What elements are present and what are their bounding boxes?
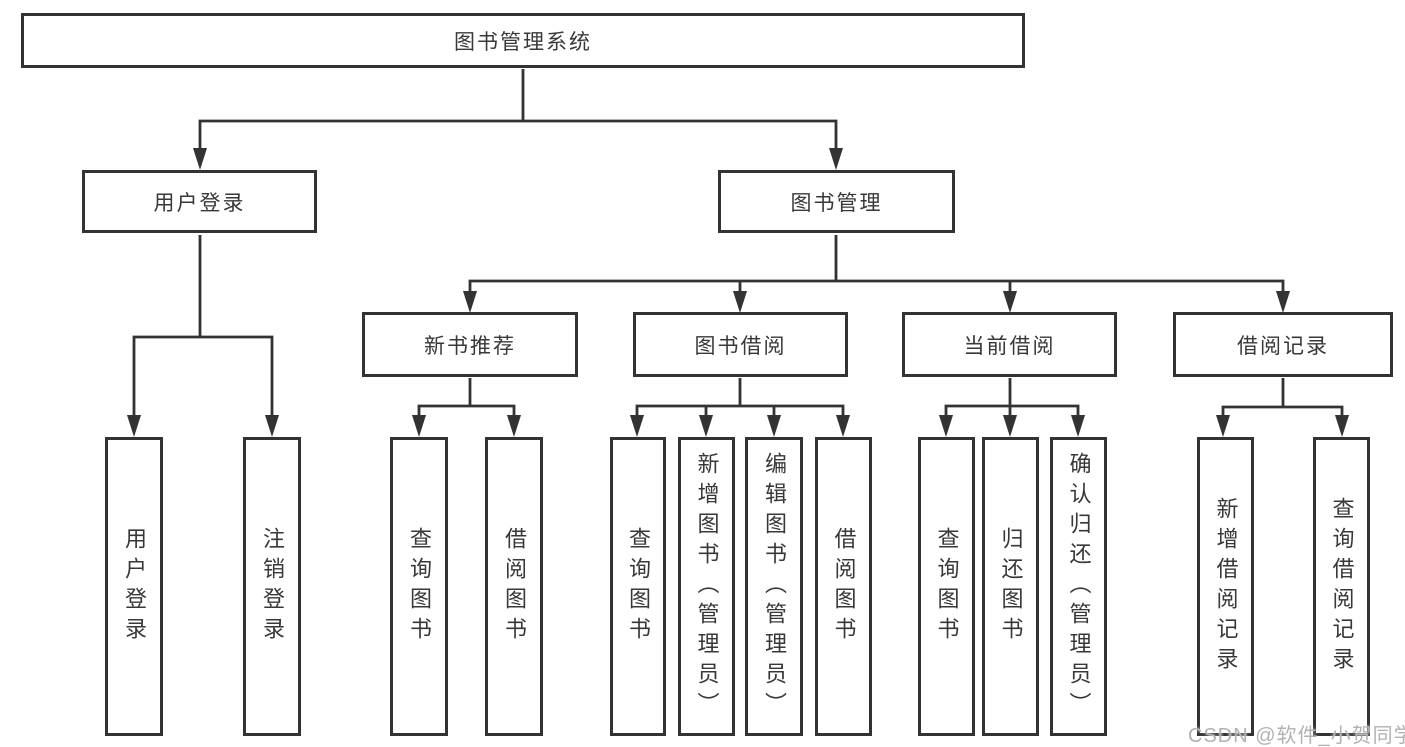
leaf-add-borrow-record: 新增借阅记录 [1197,437,1254,736]
leaf-query-books-borrow: 查询图书 [610,437,666,736]
leaf-add-book-admin: 新增图书（管理员） [678,437,735,736]
node-book-borrow: 图书借阅 [633,312,848,377]
node-borrow-records: 借阅记录 [1173,312,1393,377]
node-user-login: 用户登录 [82,170,317,233]
node-book-management: 图书管理 [718,170,955,233]
node-current-borrow: 当前借阅 [902,312,1117,377]
leaf-query-borrow-record: 查询借阅记录 [1313,437,1370,736]
leaf-user-login: 用户登录 [105,437,163,736]
leaf-confirm-return-admin: 确认归还（管理员） [1050,437,1107,736]
watermark: CSDN @软件_小贺同学 [1188,725,1405,747]
node-new-book-recommend: 新书推荐 [362,312,578,377]
arrowheads [127,148,1349,437]
leaf-borrow-books-recommend: 借阅图书 [485,437,543,736]
node-root: 图书管理系统 [21,13,1025,68]
leaf-query-books-current: 查询图书 [918,437,975,736]
leaf-borrow-books: 借阅图书 [815,437,872,736]
leaf-edit-book-admin: 编辑图书（管理员） [745,437,803,736]
leaf-query-books-recommend: 查询图书 [390,437,448,736]
leaf-return-book: 归还图书 [982,437,1039,736]
leaf-logout: 注销登录 [243,437,301,736]
